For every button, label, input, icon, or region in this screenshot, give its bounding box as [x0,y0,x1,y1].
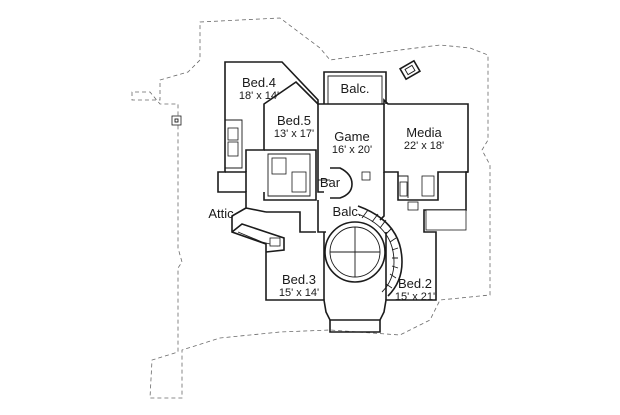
room-bed4: Bed.4 18' x 14' [228,76,290,102]
room-balcony-mid: Balc. [330,205,364,218]
room-bed5-name: Bed.5 [277,113,311,128]
room-media: Media 22' x 18' [394,126,454,152]
room-media-name: Media [406,125,442,140]
room-bed5: Bed.5 13' x 17' [266,114,322,140]
room-balcony-top: Balc. [330,82,380,95]
room-bed3-name: Bed.3 [282,272,316,287]
roof-outline [131,17,491,399]
room-bed5-dims: 13' x 17' [273,128,315,140]
room-bar-name: Bar [319,175,341,190]
room-bed4-name: Bed.4 [242,75,276,90]
roof-skylight [398,59,422,81]
room-game-name: Game [334,129,370,144]
room-bed4-dims: 18' x 14' [238,90,280,102]
room-bed2: Bed.2 15' x 21' [386,277,444,303]
room-balcony-mid-name: Balc. [332,204,362,219]
balcony-top [323,71,387,104]
room-balcony-top-name: Balc. [340,81,370,96]
room-bed2-name: Bed.2 [398,276,432,291]
room-attic: Attic [204,207,238,220]
room-bar: Bar [318,176,342,189]
room-bed3: Bed.3 15' x 14' [270,273,328,299]
room-game: Game 16' x 20' [322,130,382,156]
room-media-dims: 22' x 18' [403,140,445,152]
curved-stair [357,205,403,297]
room-bed3-dims: 15' x 14' [278,287,320,299]
room-attic-name: Attic [208,206,234,221]
attic-vent [171,115,182,126]
rotunda [324,221,386,283]
room-game-dims: 16' x 20' [331,144,373,156]
attic-vent-inner [174,118,179,123]
room-bed2-dims: 15' x 21' [394,291,436,303]
